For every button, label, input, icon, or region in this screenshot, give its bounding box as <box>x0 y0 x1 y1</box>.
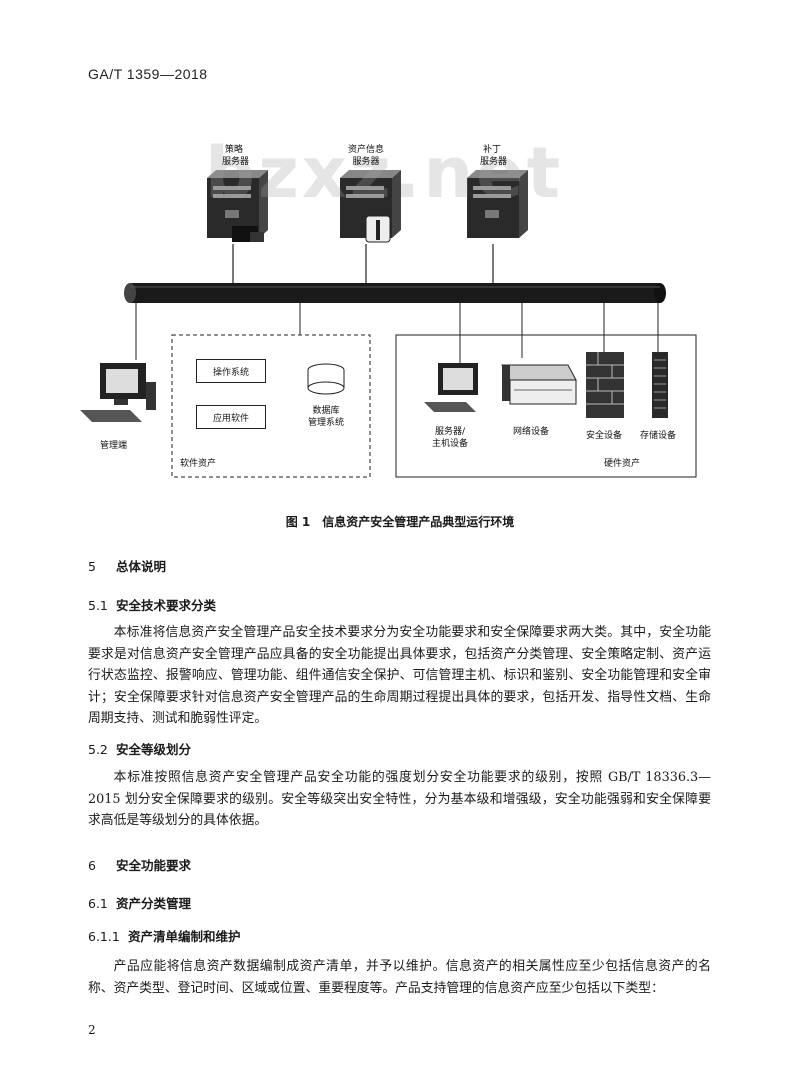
section-title: 资产清单编制和维护 <box>128 929 241 944</box>
database-label: 数据库 管理系统 <box>304 405 348 429</box>
patch-server-label: 补丁 服务器 <box>480 144 508 168</box>
section-number: 6 <box>88 858 96 873</box>
storage-device-label: 存储设备 <box>640 431 677 441</box>
diagram-graphics <box>80 170 697 478</box>
section-title: 总体说明 <box>116 559 167 574</box>
document-code-header: GA/T 1359—2018 <box>88 66 208 82</box>
network-device-icon <box>501 364 577 405</box>
section-number: 5.1 <box>88 598 108 613</box>
section-number: 5.2 <box>88 742 108 757</box>
security-device-label: 安全设备 <box>586 431 623 441</box>
section-number: 5 <box>88 559 96 574</box>
section-5-2-heading: 5.2 安全等级划分 <box>88 739 191 758</box>
patch-server-label-line2: 服务器 <box>480 157 508 167</box>
section-number: 6.1.1 <box>88 929 120 944</box>
watermark-text: bzxz.net <box>205 132 564 214</box>
section-title: 安全等级划分 <box>116 742 192 757</box>
hardware-assets-label: 硬件资产 <box>604 459 641 469</box>
section-title: 安全功能要求 <box>116 858 192 873</box>
section-title: 资产分类管理 <box>116 896 192 911</box>
asset-info-server-label: 资产信息 服务器 <box>346 144 386 168</box>
patch-server-icon <box>467 170 528 238</box>
asset-info-server-label-line2: 服务器 <box>352 157 380 167</box>
figure-caption: 图 1 信息资产安全管理产品典型运行环境 <box>285 515 515 529</box>
software-assets-label: 软件资产 <box>180 459 217 469</box>
host-device-label-line1: 服务器/ <box>434 427 466 437</box>
page-number: 2 <box>88 1023 96 1037</box>
section-5-1-heading: 5.1 安全技术要求分类 <box>88 595 216 614</box>
policy-server-label-line1: 策略 <box>224 145 243 155</box>
section-number: 6.1 <box>88 896 108 911</box>
asset-info-server-icon <box>340 170 401 243</box>
policy-server-label-line2: 服务器 <box>222 157 250 167</box>
paragraph-5-2: 本标准按照信息资产安全管理产品安全功能的强度划分安全功能要求的级别，按照 GB/… <box>88 770 711 828</box>
paragraph-5-1: 本标准将信息资产安全管理产品安全技术要求分为安全功能要求和安全保障要求两大类。其… <box>88 625 711 726</box>
storage-icon <box>652 352 668 418</box>
network-diagram: bzxz.net 策略 服务器 资产信息 服务器 补丁 服务器 管理端 操作系统… <box>0 120 800 500</box>
host-device-label-line2: 主机设备 <box>431 439 468 449</box>
software-assets-group-border <box>171 334 371 478</box>
section-title: 安全技术要求分类 <box>116 598 217 613</box>
patch-server-label-line1: 补丁 <box>482 145 501 155</box>
hardware-assets-group-border <box>395 334 697 478</box>
policy-server-icon <box>207 170 268 242</box>
database-label-line2: 管理系统 <box>307 418 344 428</box>
network-device-label: 网络设备 <box>513 427 550 437</box>
asset-info-server-label-line1: 资产信息 <box>347 145 384 155</box>
network-bus <box>124 283 666 303</box>
host-device-label: 服务器/ 主机设备 <box>430 426 470 450</box>
section-5-heading: 5 总体说明 <box>88 556 166 575</box>
section-6-1-heading: 6.1 资产分类管理 <box>88 893 191 912</box>
firewall-icon <box>586 352 624 418</box>
admin-pc-icon <box>80 363 156 422</box>
database-icon <box>307 363 345 395</box>
admin-label: 管理端 <box>100 441 128 451</box>
host-pc-icon <box>424 363 478 412</box>
section-6-heading: 6 安全功能要求 <box>88 855 191 874</box>
policy-server-label: 策略 服务器 <box>222 144 250 168</box>
paragraph-6-1-1: 产品应能将信息资产数据编制成资产清单，并予以维护。信息资产的相关属性应至少包括信… <box>88 959 711 996</box>
os-box: 操作系统 <box>196 359 266 383</box>
section-6-1-1-heading: 6.1.1 资产清单编制和维护 <box>88 926 241 945</box>
app-software-box: 应用软件 <box>196 405 266 429</box>
database-label-line1: 数据库 <box>312 406 340 416</box>
